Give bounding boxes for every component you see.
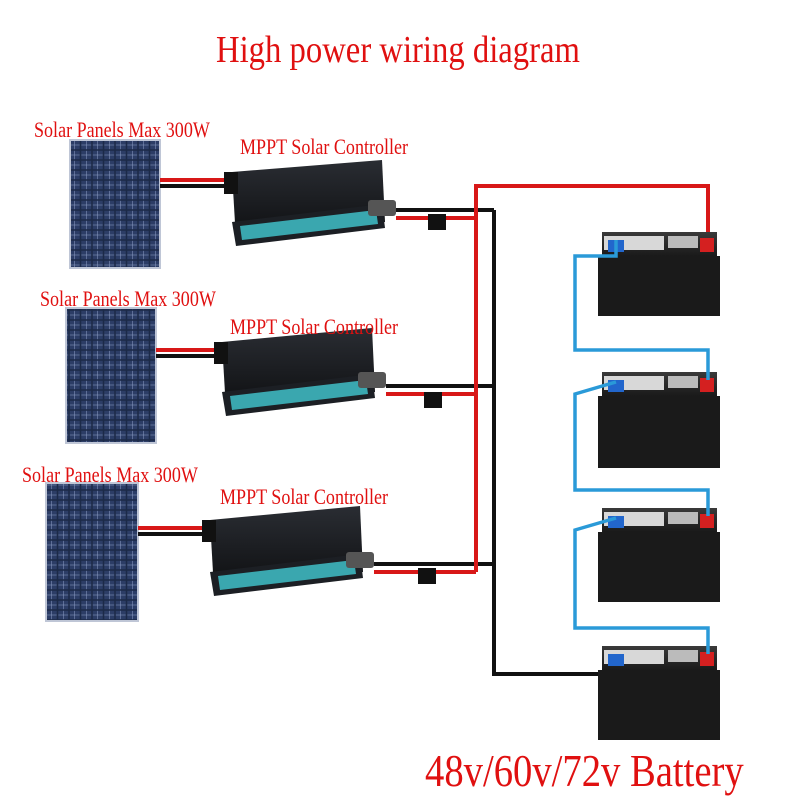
solar-panel-3 (45, 482, 139, 622)
battery-3 (598, 508, 720, 602)
solar-panel-label-2: Solar Panels Max 300W (40, 286, 216, 311)
controller-label-3: MPPT Solar Controller (220, 484, 389, 509)
solar-panel-label-3: Solar Panels Max 300W (22, 462, 198, 487)
controller-label-1: MPPT Solar Controller (240, 134, 409, 159)
mppt-controller-3 (202, 506, 374, 596)
mppt-controller-1 (224, 160, 396, 246)
positive-bus (474, 184, 710, 572)
negative-bus (492, 210, 610, 676)
diagram-title: High power wiring diagram (216, 29, 580, 71)
solar-panel-1 (69, 139, 161, 269)
solar-panel-label-1: Solar Panels Max 300W (34, 117, 210, 142)
controller-label-2: MPPT Solar Controller (230, 314, 399, 339)
solar-panel-2 (65, 307, 157, 444)
battery-voltage-label: 48v/60v/72v Battery (425, 745, 744, 796)
series-links (573, 240, 710, 654)
battery-2 (598, 372, 720, 468)
mppt-controller-2 (214, 328, 386, 416)
battery-1 (598, 232, 720, 316)
panel-cables (138, 178, 232, 536)
battery-4 (598, 646, 720, 740)
